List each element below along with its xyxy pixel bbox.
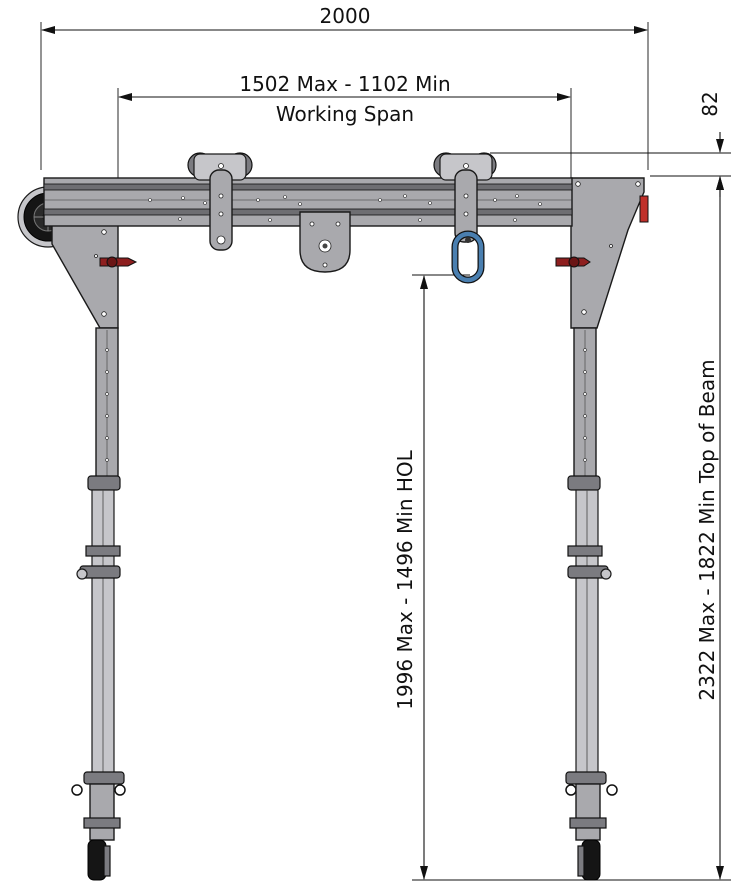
beam-height-label: 2322 Max - 1822 Min Top of Beam	[695, 359, 719, 700]
center-pulley-block	[299, 211, 351, 273]
working-span-dimension: 1502 Max - 1102 Min Working Span	[117, 72, 572, 222]
shackle	[451, 230, 485, 284]
hook-height-label: 1996 Max - 1496 Min HOL	[393, 449, 417, 709]
right-end-cap	[639, 195, 649, 223]
right-leg	[565, 327, 618, 881]
trolley-height-label: 82	[698, 91, 722, 116]
working-span-label: 1502 Max - 1102 Min	[239, 72, 450, 96]
overall-width-dimension: 2000	[40, 4, 649, 170]
overall-width-label: 2000	[320, 4, 371, 28]
right-lock-pin	[555, 256, 591, 268]
left-leg	[71, 327, 126, 881]
right-end-plate	[570, 177, 645, 329]
beam-height-dimension: 2322 Max - 1822 Min Top of Beam	[600, 176, 731, 881]
left-trolley	[187, 152, 253, 251]
working-span-caption: Working Span	[276, 102, 414, 126]
right-trolley	[433, 152, 497, 243]
left-lock-pin	[99, 256, 138, 268]
trolley-height-dimension: 82	[490, 91, 731, 197]
